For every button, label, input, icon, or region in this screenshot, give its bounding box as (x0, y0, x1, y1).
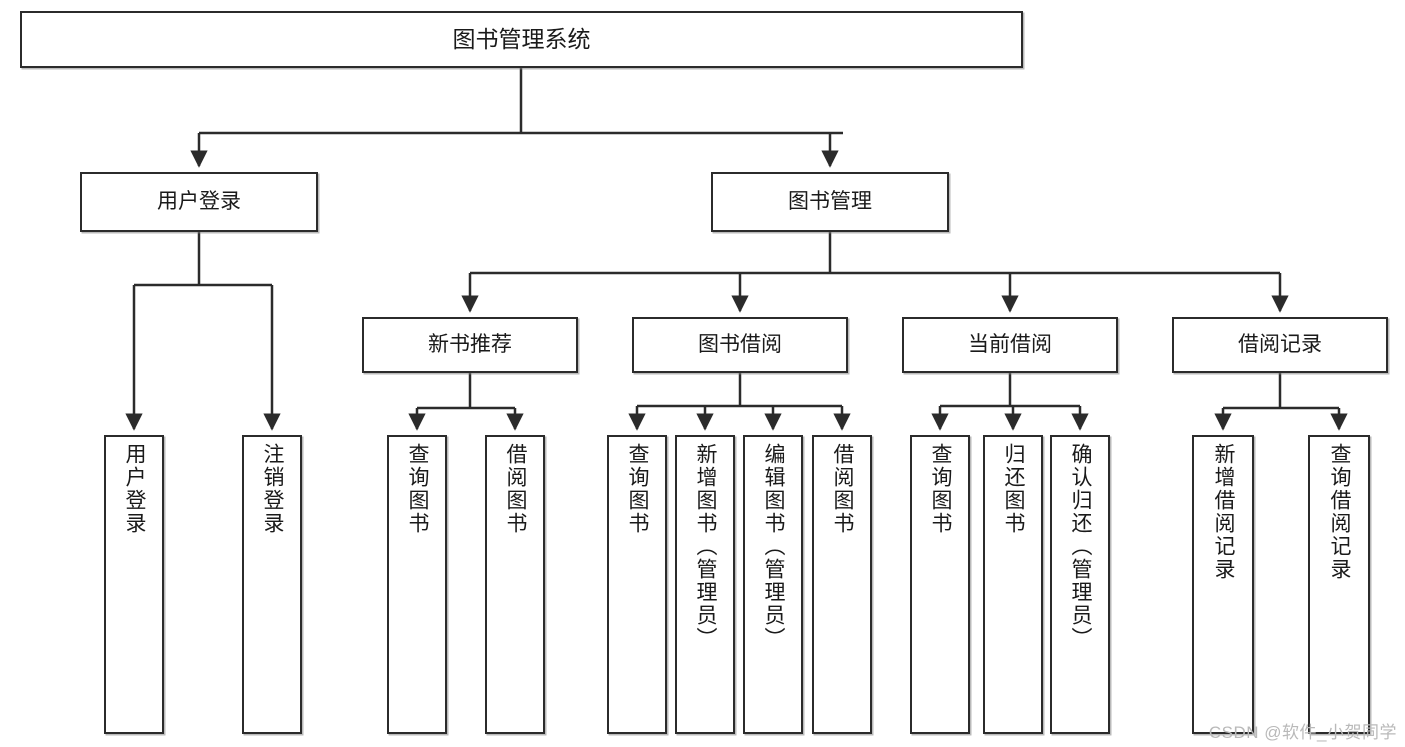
node-current-borrowing[interactable]: 当前借阅 (902, 317, 1118, 373)
watermark: CSDN @软件_小贺同学 (1208, 723, 1397, 742)
leaf-add-borrow-record[interactable]: 新增借阅记录 (1192, 435, 1254, 734)
leaf-borrow-books-newbook[interactable]: 借阅图书 (485, 435, 545, 734)
node-label: 查询借阅记录 (1328, 443, 1352, 581)
node-root-system[interactable]: 图书管理系统 (20, 11, 1023, 68)
node-label: 新增图书（管理员） (694, 443, 718, 650)
node-label: 当前借阅 (968, 332, 1052, 356)
leaf-borrow-books[interactable]: 借阅图书 (812, 435, 872, 734)
node-label: 查询图书 (929, 443, 953, 535)
node-label: 借阅图书 (831, 443, 855, 535)
node-label: 用户登录 (157, 189, 241, 213)
node-label: 图书管理 (788, 189, 872, 213)
leaf-query-books-current[interactable]: 查询图书 (910, 435, 970, 734)
node-label: 编辑图书（管理员） (762, 443, 786, 650)
leaf-query-books-borrow[interactable]: 查询图书 (607, 435, 667, 734)
node-book-borrowing[interactable]: 图书借阅 (632, 317, 848, 373)
node-borrowing-records[interactable]: 借阅记录 (1172, 317, 1388, 373)
node-label: 借阅记录 (1238, 332, 1322, 356)
node-new-book-recommendation[interactable]: 新书推荐 (362, 317, 578, 373)
node-label: 查询图书 (406, 443, 430, 535)
node-label: 新增借阅记录 (1212, 443, 1236, 581)
leaf-confirm-return-admin[interactable]: 确认归还（管理员） (1050, 435, 1110, 734)
node-book-management[interactable]: 图书管理 (711, 172, 949, 232)
node-label: 新书推荐 (428, 332, 512, 356)
leaf-query-borrow-record[interactable]: 查询借阅记录 (1308, 435, 1370, 734)
node-label: 图书借阅 (698, 332, 782, 356)
leaf-query-books-newbook[interactable]: 查询图书 (387, 435, 447, 734)
leaf-logout[interactable]: 注销登录 (242, 435, 302, 734)
node-user-login[interactable]: 用户登录 (80, 172, 318, 232)
leaf-edit-book-admin[interactable]: 编辑图书（管理员） (743, 435, 803, 734)
leaf-return-books[interactable]: 归还图书 (983, 435, 1043, 734)
node-label: 归还图书 (1002, 443, 1026, 535)
node-label: 借阅图书 (504, 443, 528, 535)
node-label: 用户登录 (123, 443, 147, 535)
leaf-user-login[interactable]: 用户登录 (104, 435, 164, 734)
node-label: 图书管理系统 (452, 25, 591, 52)
node-label: 确认归还（管理员） (1069, 443, 1093, 650)
node-label: 注销登录 (261, 443, 285, 535)
leaf-add-book-admin[interactable]: 新增图书（管理员） (675, 435, 735, 734)
node-label: 查询图书 (626, 443, 650, 535)
